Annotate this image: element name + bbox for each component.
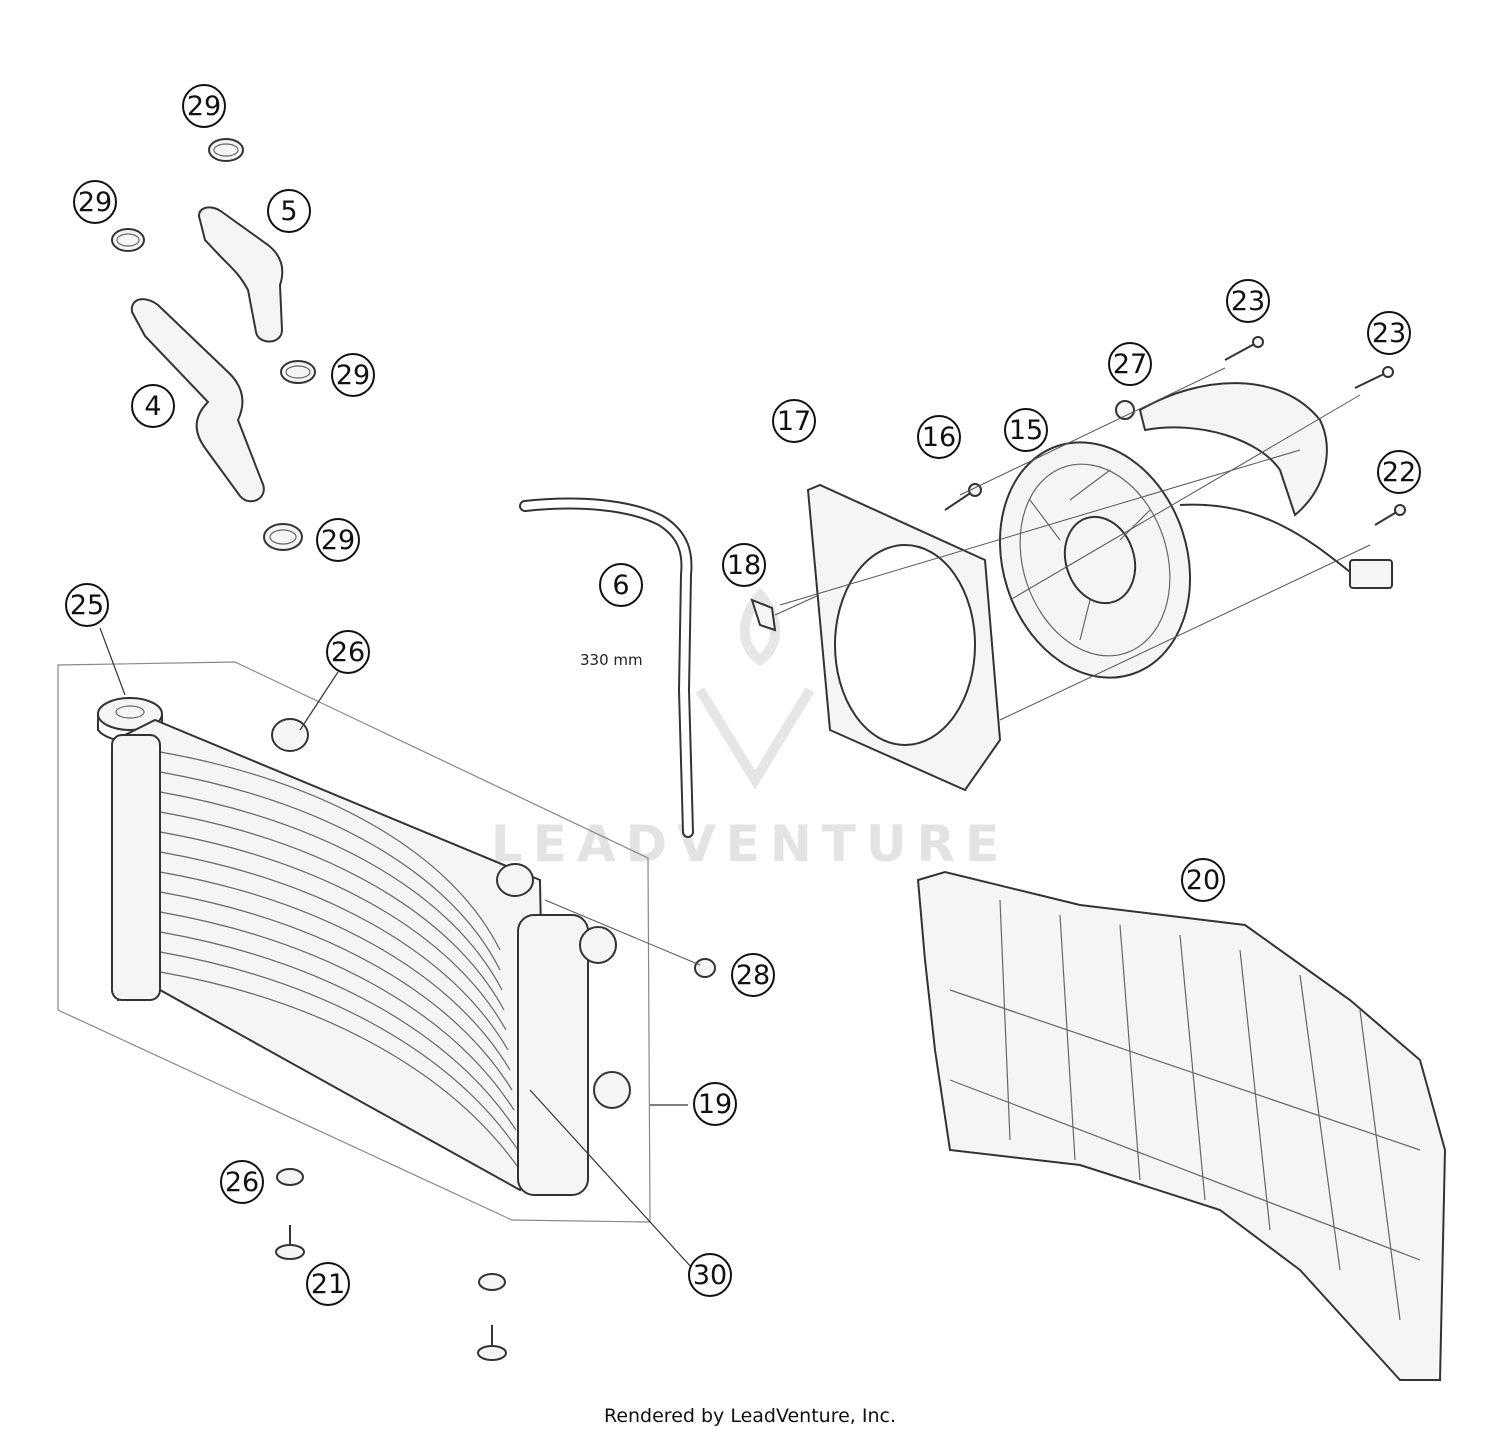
- callout-29[interactable]: 29: [73, 180, 117, 224]
- cooling-fan-15: [998, 441, 1192, 679]
- callout-18[interactable]: 18: [722, 543, 766, 587]
- callout-20[interactable]: 20: [1181, 858, 1225, 902]
- radiator-guard-20: [916, 870, 1447, 1381]
- hose-clamp-left: [111, 228, 145, 252]
- radiator-left-tank: [111, 734, 161, 1001]
- hose-clamp-bottom: [263, 523, 303, 551]
- callout-29[interactable]: 29: [182, 84, 226, 128]
- coolant-hose-4: [130, 298, 265, 503]
- callout-21[interactable]: 21: [306, 1262, 350, 1306]
- screw-22: [1374, 504, 1406, 526]
- callout-4[interactable]: 4: [131, 384, 175, 428]
- callout-28[interactable]: 28: [731, 953, 775, 997]
- hose-clamp-mid: [280, 360, 316, 384]
- callout-25[interactable]: 25: [65, 583, 109, 627]
- fan-cover-27: [1115, 382, 1328, 517]
- bolt-21-right: [477, 1325, 507, 1361]
- fan-shroud-17: [806, 483, 1002, 792]
- callout-26[interactable]: 26: [326, 630, 370, 674]
- callout-29[interactable]: 29: [316, 518, 360, 562]
- radiator-right-tank: [517, 914, 589, 1196]
- callout-22[interactable]: 22: [1377, 450, 1421, 494]
- callout-23[interactable]: 23: [1367, 311, 1411, 355]
- callout-6[interactable]: 6: [599, 563, 643, 607]
- bolt-21-left: [275, 1225, 305, 1260]
- grommet-bottom-right: [478, 1273, 506, 1291]
- screw-23-right: [1354, 366, 1394, 389]
- watermark-text: LEADVENTURE: [490, 815, 1010, 873]
- radiator-core: [113, 718, 547, 1192]
- callout-17[interactable]: 17: [772, 399, 816, 443]
- callout-30[interactable]: 30: [688, 1253, 732, 1297]
- radiator-grommet: [271, 718, 309, 752]
- callout-15[interactable]: 15: [1004, 408, 1048, 452]
- grommet-26-bottom: [276, 1168, 304, 1186]
- callout-19[interactable]: 19: [693, 1082, 737, 1126]
- coolant-hose-5: [198, 206, 284, 343]
- callout-29[interactable]: 29: [331, 353, 375, 397]
- fan-connector: [1179, 503, 1393, 589]
- callout-23[interactable]: 23: [1226, 279, 1270, 323]
- callout-26[interactable]: 26: [220, 1160, 264, 1204]
- leader-lines: [99, 627, 693, 1269]
- callout-16[interactable]: 16: [917, 415, 961, 459]
- callout-27[interactable]: 27: [1108, 342, 1152, 386]
- callout-5[interactable]: 5: [267, 189, 311, 233]
- render-credit: Rendered by LeadVenture, Inc.: [603, 1405, 897, 1427]
- screw-23-left: [1224, 336, 1264, 361]
- bolt-16: [944, 483, 982, 511]
- alignment-lines: [779, 367, 1371, 721]
- hose-clamp-top: [208, 138, 244, 162]
- nut-28: [544, 899, 716, 978]
- hose-length-label: 330 mm: [580, 651, 643, 669]
- watermark-logo: [695, 587, 815, 790]
